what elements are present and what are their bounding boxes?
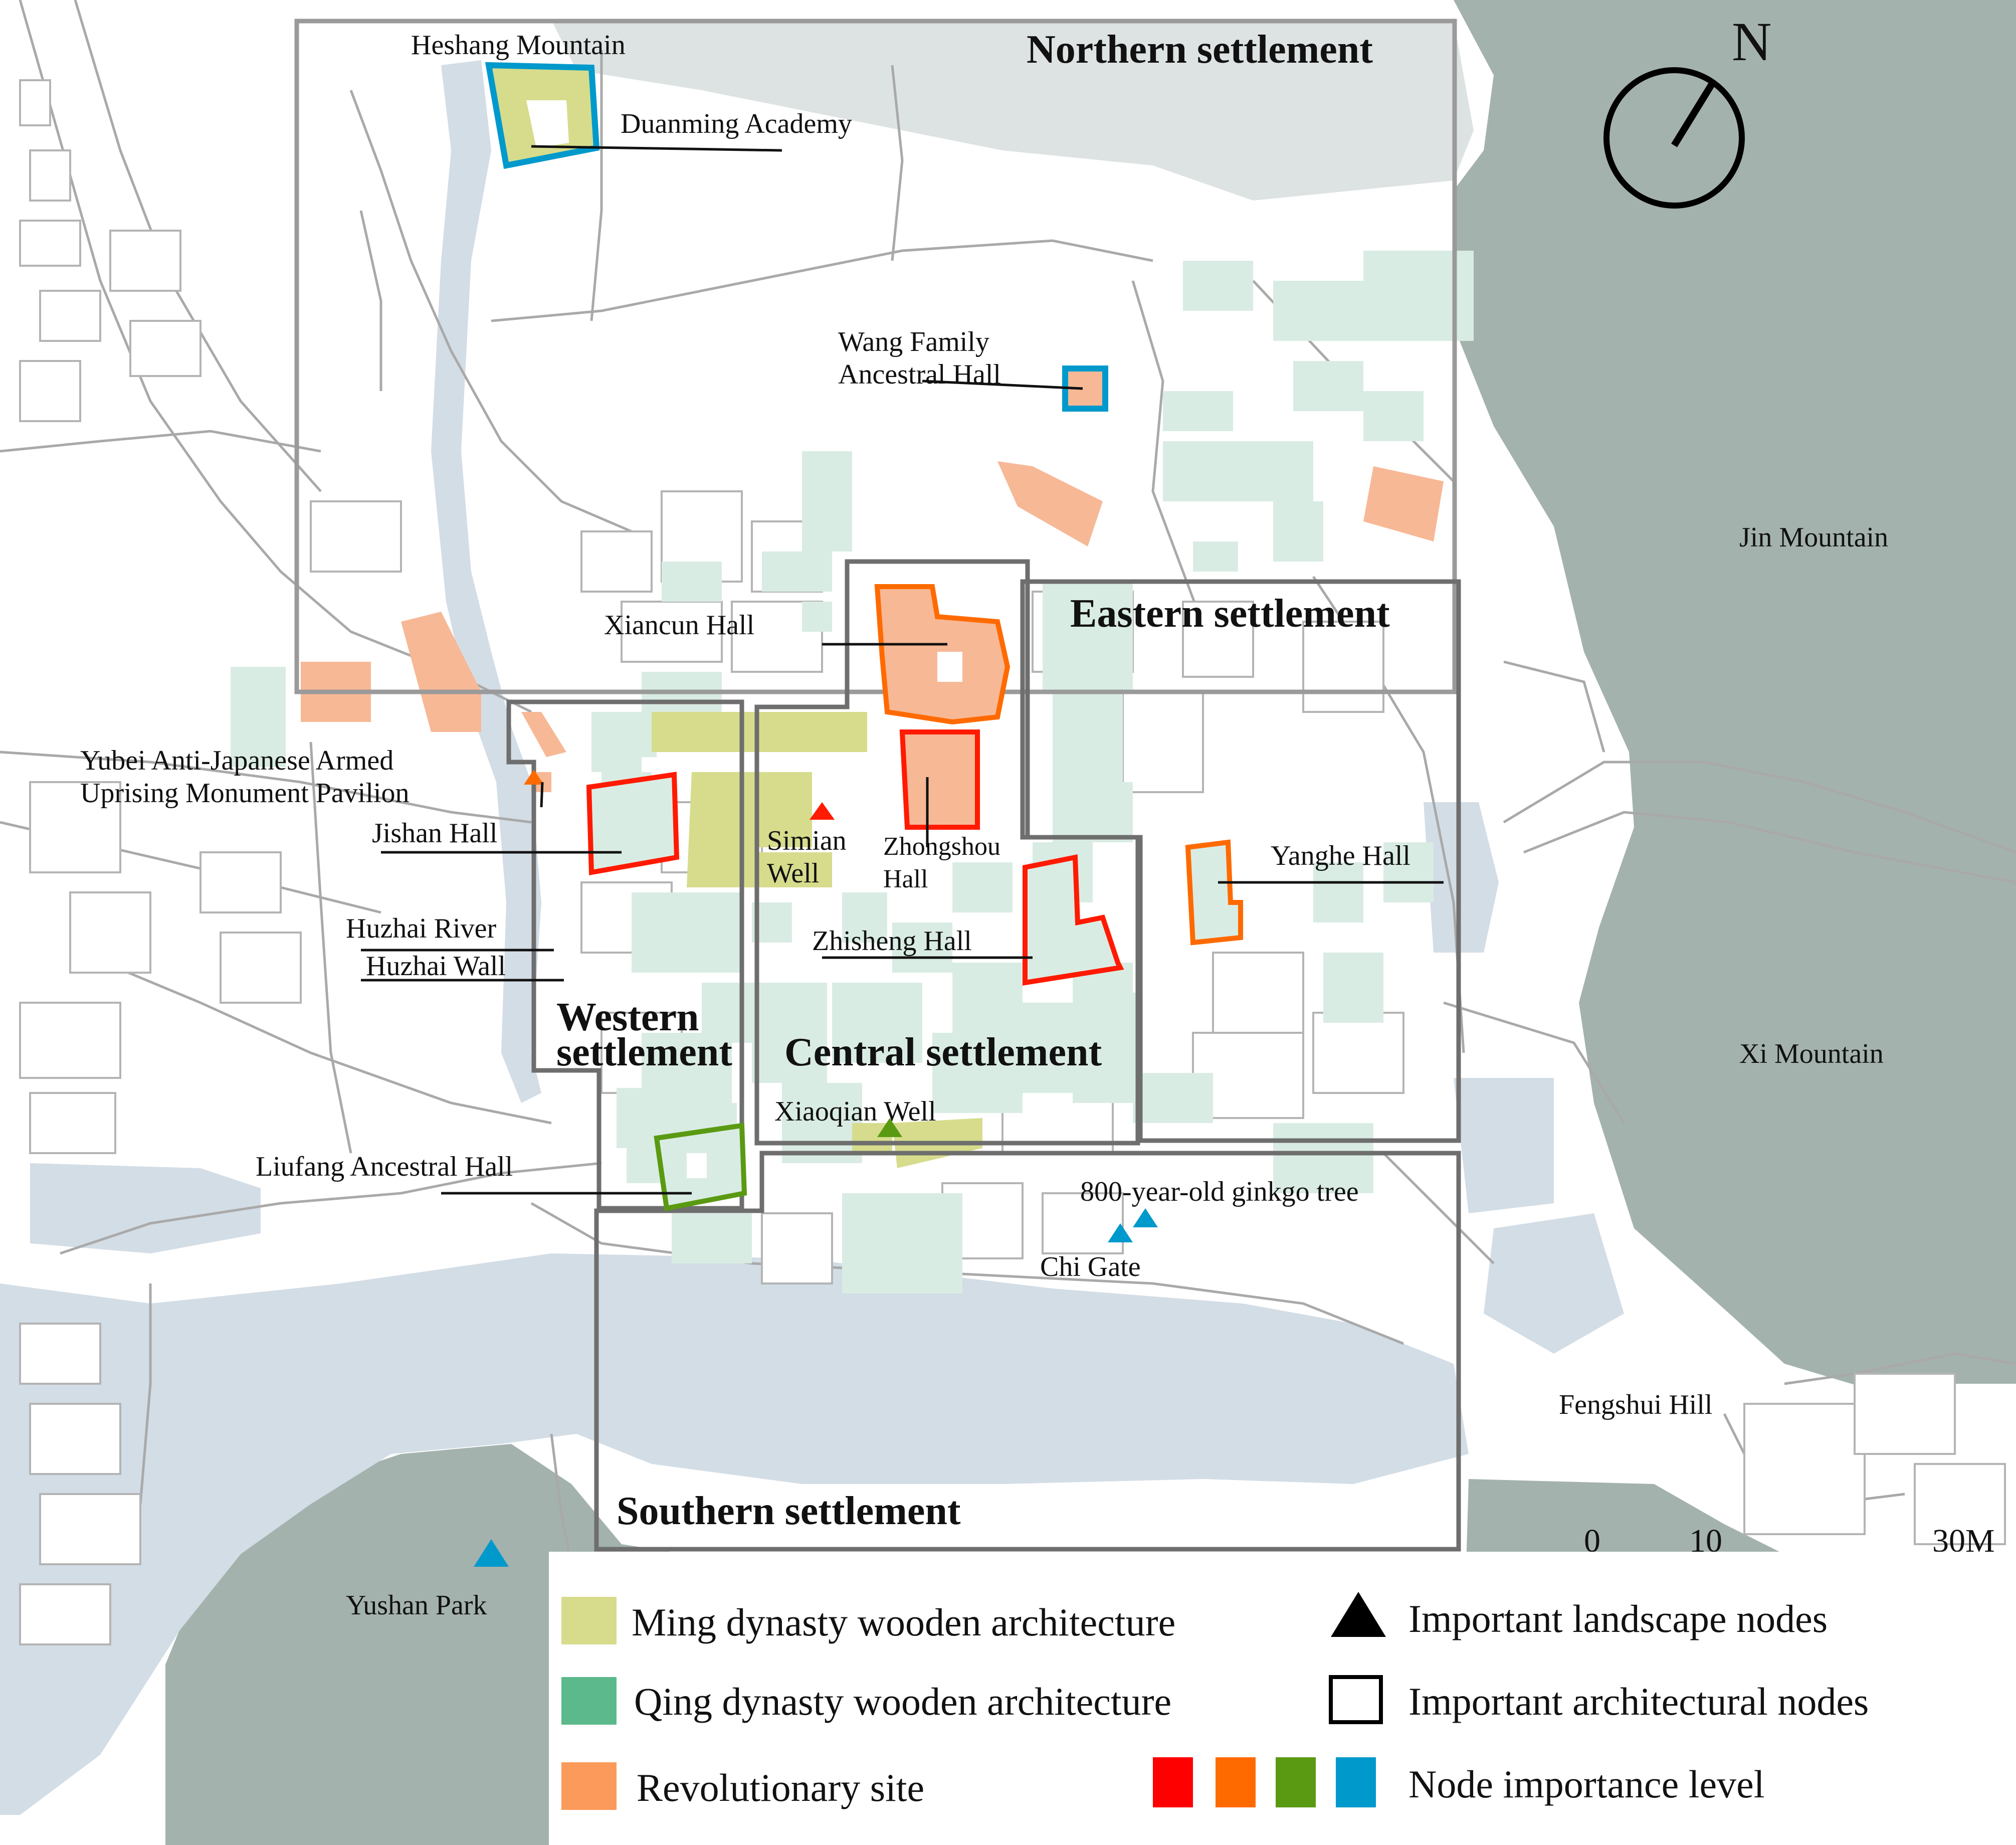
label-wang-family-2: Ancestral Hall — [838, 359, 1001, 390]
label-zhisheng-hall: Zhisheng Hall — [812, 926, 972, 957]
label-huzhai-river: Huzhai River — [346, 913, 496, 944]
chi-gate-triangle — [1108, 1223, 1133, 1242]
label-yushan-park: Yushan Park — [346, 1590, 487, 1621]
label-duanming-academy: Duanming Academy — [621, 108, 852, 139]
label-heshang-mountain: Heshang Mountain — [411, 30, 626, 61]
label-xiancun-hall: Xiancun Hall — [604, 610, 754, 641]
ginkgo-tree-triangle — [1133, 1208, 1158, 1227]
leader-lines — [361, 145, 1444, 1195]
legend-qing-swatch — [561, 1677, 617, 1725]
legend-ming-label: Ming dynasty wooden architecture — [632, 1600, 1175, 1644]
east-pond-3 — [1484, 1213, 1624, 1354]
label-jishan-hall: Jishan Hall — [372, 818, 497, 849]
southern-settlement-boundary — [594, 1151, 1461, 1552]
legend-qing-label: Qing dynasty wooden architecture — [634, 1680, 1171, 1723]
label-yubei-2: Uprising Monument Pavilion — [80, 778, 409, 809]
qing-architecture — [231, 251, 1474, 1294]
settlement-boundaries — [294, 19, 1461, 1552]
label-zhongshou-hall-1: Zhongshou — [883, 832, 1000, 861]
label-simian-well-2: Well — [767, 858, 819, 889]
legend-importance-label: Node importance level — [1408, 1762, 1764, 1806]
label-jin-mountain: Jin Mountain — [1739, 522, 1888, 553]
legend-landscape-label: Important landscape nodes — [1408, 1597, 1828, 1640]
eastern-settlement-boundary — [1020, 579, 1461, 1143]
southern-pond — [0, 1253, 1469, 1815]
settlement-titles: Northern settlement Eastern settlement W… — [556, 28, 1390, 1533]
label-fengshui-hill: Fengshui Hill — [1559, 1389, 1712, 1420]
east-pond-2 — [1454, 1078, 1554, 1213]
label-wang-family-1: Wang Family — [838, 326, 989, 357]
legend: Ming dynasty wooden architecture Qing dy… — [549, 1552, 2016, 1845]
western-settlement-title-1: Western — [556, 995, 699, 1039]
north-compass: N — [1603, 11, 1771, 209]
legend-level-red — [1153, 1757, 1193, 1807]
central-settlement-boundary — [754, 559, 1140, 1146]
label-liufang-hall: Liufang Ancestral Hall — [256, 1151, 513, 1182]
landscape-nodes — [474, 770, 1158, 1567]
northern-slope — [551, 20, 1474, 201]
compass-north-label: N — [1732, 11, 1771, 72]
western-settlement-boundary — [506, 699, 744, 1211]
legend-level-green — [1276, 1757, 1316, 1807]
label-simian-well-1: Simian — [767, 825, 847, 856]
northern-settlement-boundary — [294, 19, 1457, 694]
label-huzhai-wall: Huzhai Wall — [366, 951, 506, 982]
southern-settlement-title: Southern settlement — [617, 1489, 961, 1533]
jin-xi-mountain-area — [1454, 0, 2016, 1419]
huzhai-river-water — [431, 60, 541, 1103]
jishan-hall-node — [586, 772, 680, 875]
compass-circle — [1603, 67, 1745, 209]
label-xiaoqian-well: Xiaoqian Well — [774, 1096, 936, 1127]
simian-well-triangle — [810, 802, 835, 820]
eastern-settlement-title: Eastern settlement — [1070, 592, 1390, 636]
western-settlement-title-2: settlement — [556, 1030, 732, 1074]
legend-level-orange — [1216, 1757, 1256, 1807]
yubei-pavilion-triangle — [524, 770, 544, 785]
building-footprints — [19, 79, 2006, 1645]
legend-landscape-triangle — [1331, 1592, 1386, 1637]
northern-settlement-title: Northern settlement — [1027, 28, 1373, 72]
liufang-hall-courtyard — [687, 1153, 707, 1178]
west-water — [30, 1163, 261, 1253]
legend-architectural-square — [1329, 1675, 1383, 1724]
label-yubei-1: Yubei Anti-Japanese Armed — [80, 745, 393, 776]
label-chi-gate: Chi Gate — [1040, 1251, 1141, 1282]
east-pond — [1424, 802, 1499, 953]
legend-level-blue — [1336, 1757, 1376, 1807]
xiaoqian-well-triangle — [877, 1118, 902, 1137]
legend-rev-swatch — [561, 1762, 617, 1810]
compass-needle — [1671, 78, 1717, 147]
zhisheng-hall-node — [1023, 854, 1124, 986]
yushan-park-triangle — [474, 1539, 509, 1567]
duanming-academy-courtyard — [526, 100, 569, 148]
xiancun-hall-courtyard — [937, 652, 962, 682]
place-labels: Heshang Mountain Duanming Academy Wang F… — [80, 30, 1888, 1621]
zhongshou-hall-node — [899, 729, 980, 830]
legend-architectural-label: Important architectural nodes — [1408, 1680, 1869, 1723]
legend-rev-label: Revolutionary site — [637, 1766, 924, 1809]
label-xi-mountain: Xi Mountain — [1739, 1038, 1884, 1069]
legend-ming-swatch — [561, 1597, 617, 1644]
central-settlement-title: Central settlement — [784, 1030, 1102, 1074]
label-ginkgo-tree: 800-year-old ginkgo tree — [1080, 1176, 1359, 1207]
label-yanghe-hall: Yanghe Hall — [1271, 840, 1410, 871]
yanghe-hall-node — [1185, 839, 1243, 946]
label-zhongshou-hall-2: Hall — [883, 865, 928, 893]
